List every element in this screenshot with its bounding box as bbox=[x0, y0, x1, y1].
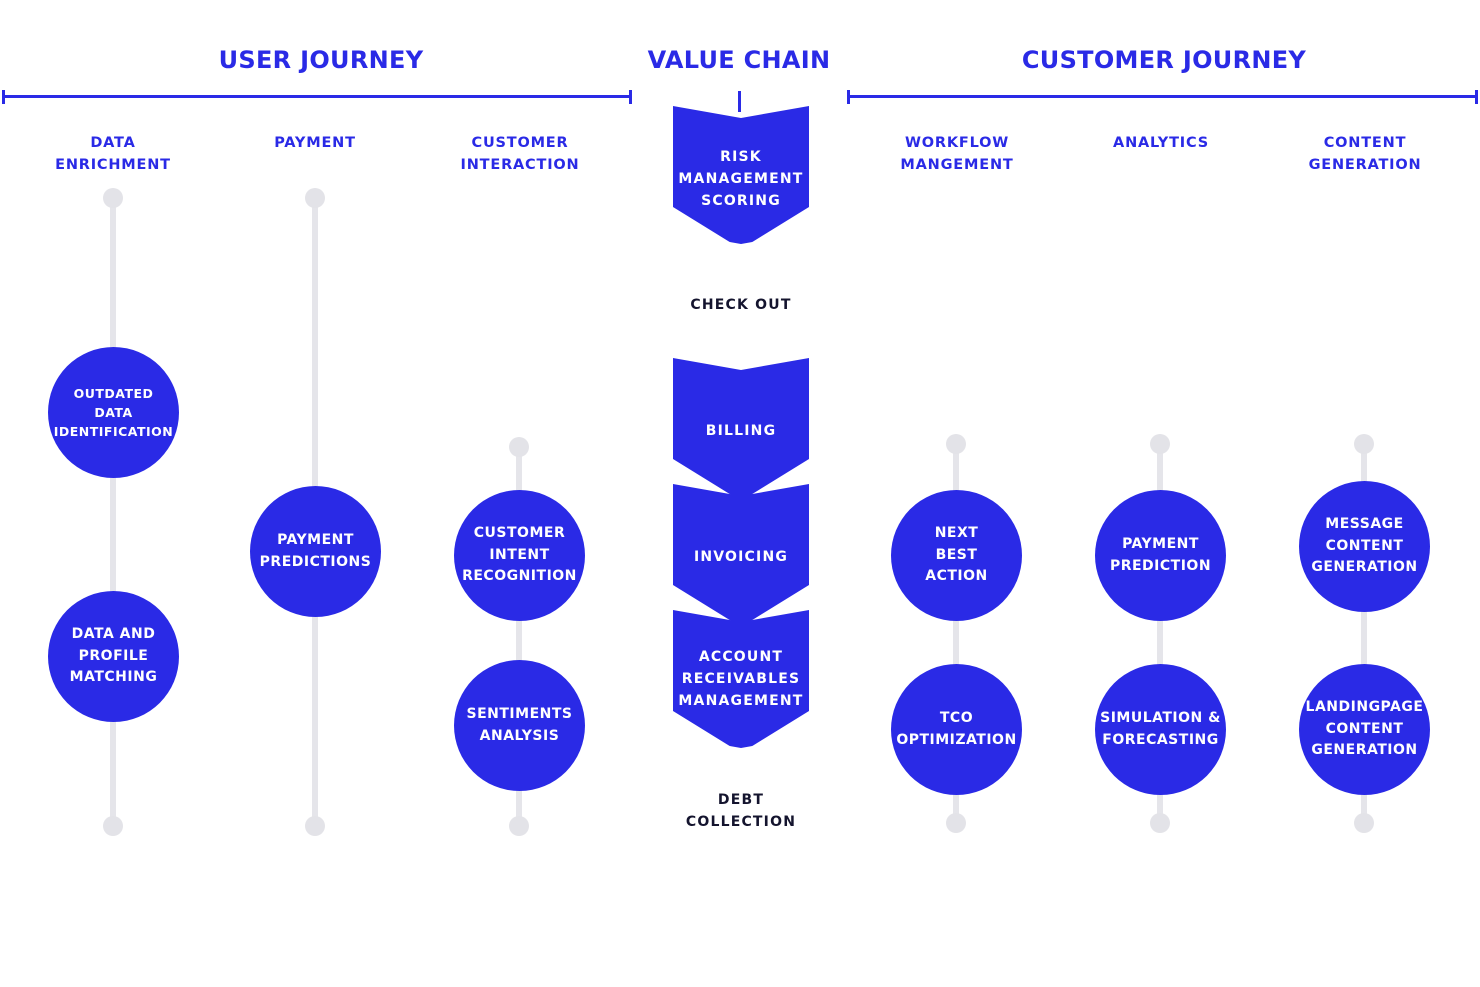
track-customer-interaction bbox=[516, 447, 522, 826]
track-analytics bbox=[1157, 444, 1163, 823]
value-chain-label-billing: BILLING bbox=[705, 423, 777, 439]
track-start-dot bbox=[305, 188, 325, 208]
customer-journey-rule bbox=[847, 95, 1478, 98]
column-title-analytics: ANALYTICS bbox=[1113, 135, 1209, 151]
user-journey-rule-cap-right bbox=[629, 90, 632, 104]
user-journey-header: USER JOURNEY bbox=[218, 46, 424, 74]
track-end-dot bbox=[305, 816, 325, 836]
customer-journey-header: CUSTOMER JOURNEY bbox=[1021, 46, 1307, 74]
user-journey-rule-cap-left bbox=[2, 90, 5, 104]
track-workflow-mangement bbox=[953, 444, 959, 823]
track-content-generation bbox=[1361, 444, 1367, 823]
user-journey-rule bbox=[2, 95, 632, 98]
value-chain-label-check-out: CHECK OUT bbox=[690, 297, 792, 313]
track-start-dot bbox=[103, 188, 123, 208]
customer-journey-rule-cap-left bbox=[847, 90, 850, 104]
track-start-dot bbox=[1354, 434, 1374, 454]
track-end-dot bbox=[1150, 813, 1170, 833]
track-end-dot bbox=[1354, 813, 1374, 833]
value-chain-header: VALUE CHAIN bbox=[647, 46, 831, 74]
track-end-dot bbox=[509, 816, 529, 836]
value-chain-tick bbox=[738, 91, 741, 112]
track-end-dot bbox=[103, 816, 123, 836]
value-chain-label-invoicing: INVOICING bbox=[693, 549, 789, 565]
track-start-dot bbox=[1150, 434, 1170, 454]
track-start-dot bbox=[509, 437, 529, 457]
track-data-enrichment bbox=[110, 198, 116, 826]
track-start-dot bbox=[946, 434, 966, 454]
column-title-payment: PAYMENT bbox=[274, 135, 356, 151]
customer-journey-rule-cap-right bbox=[1475, 90, 1478, 104]
track-end-dot bbox=[946, 813, 966, 833]
node-simulation-forecasting: SIMULATION &FORECASTING bbox=[1095, 664, 1226, 795]
